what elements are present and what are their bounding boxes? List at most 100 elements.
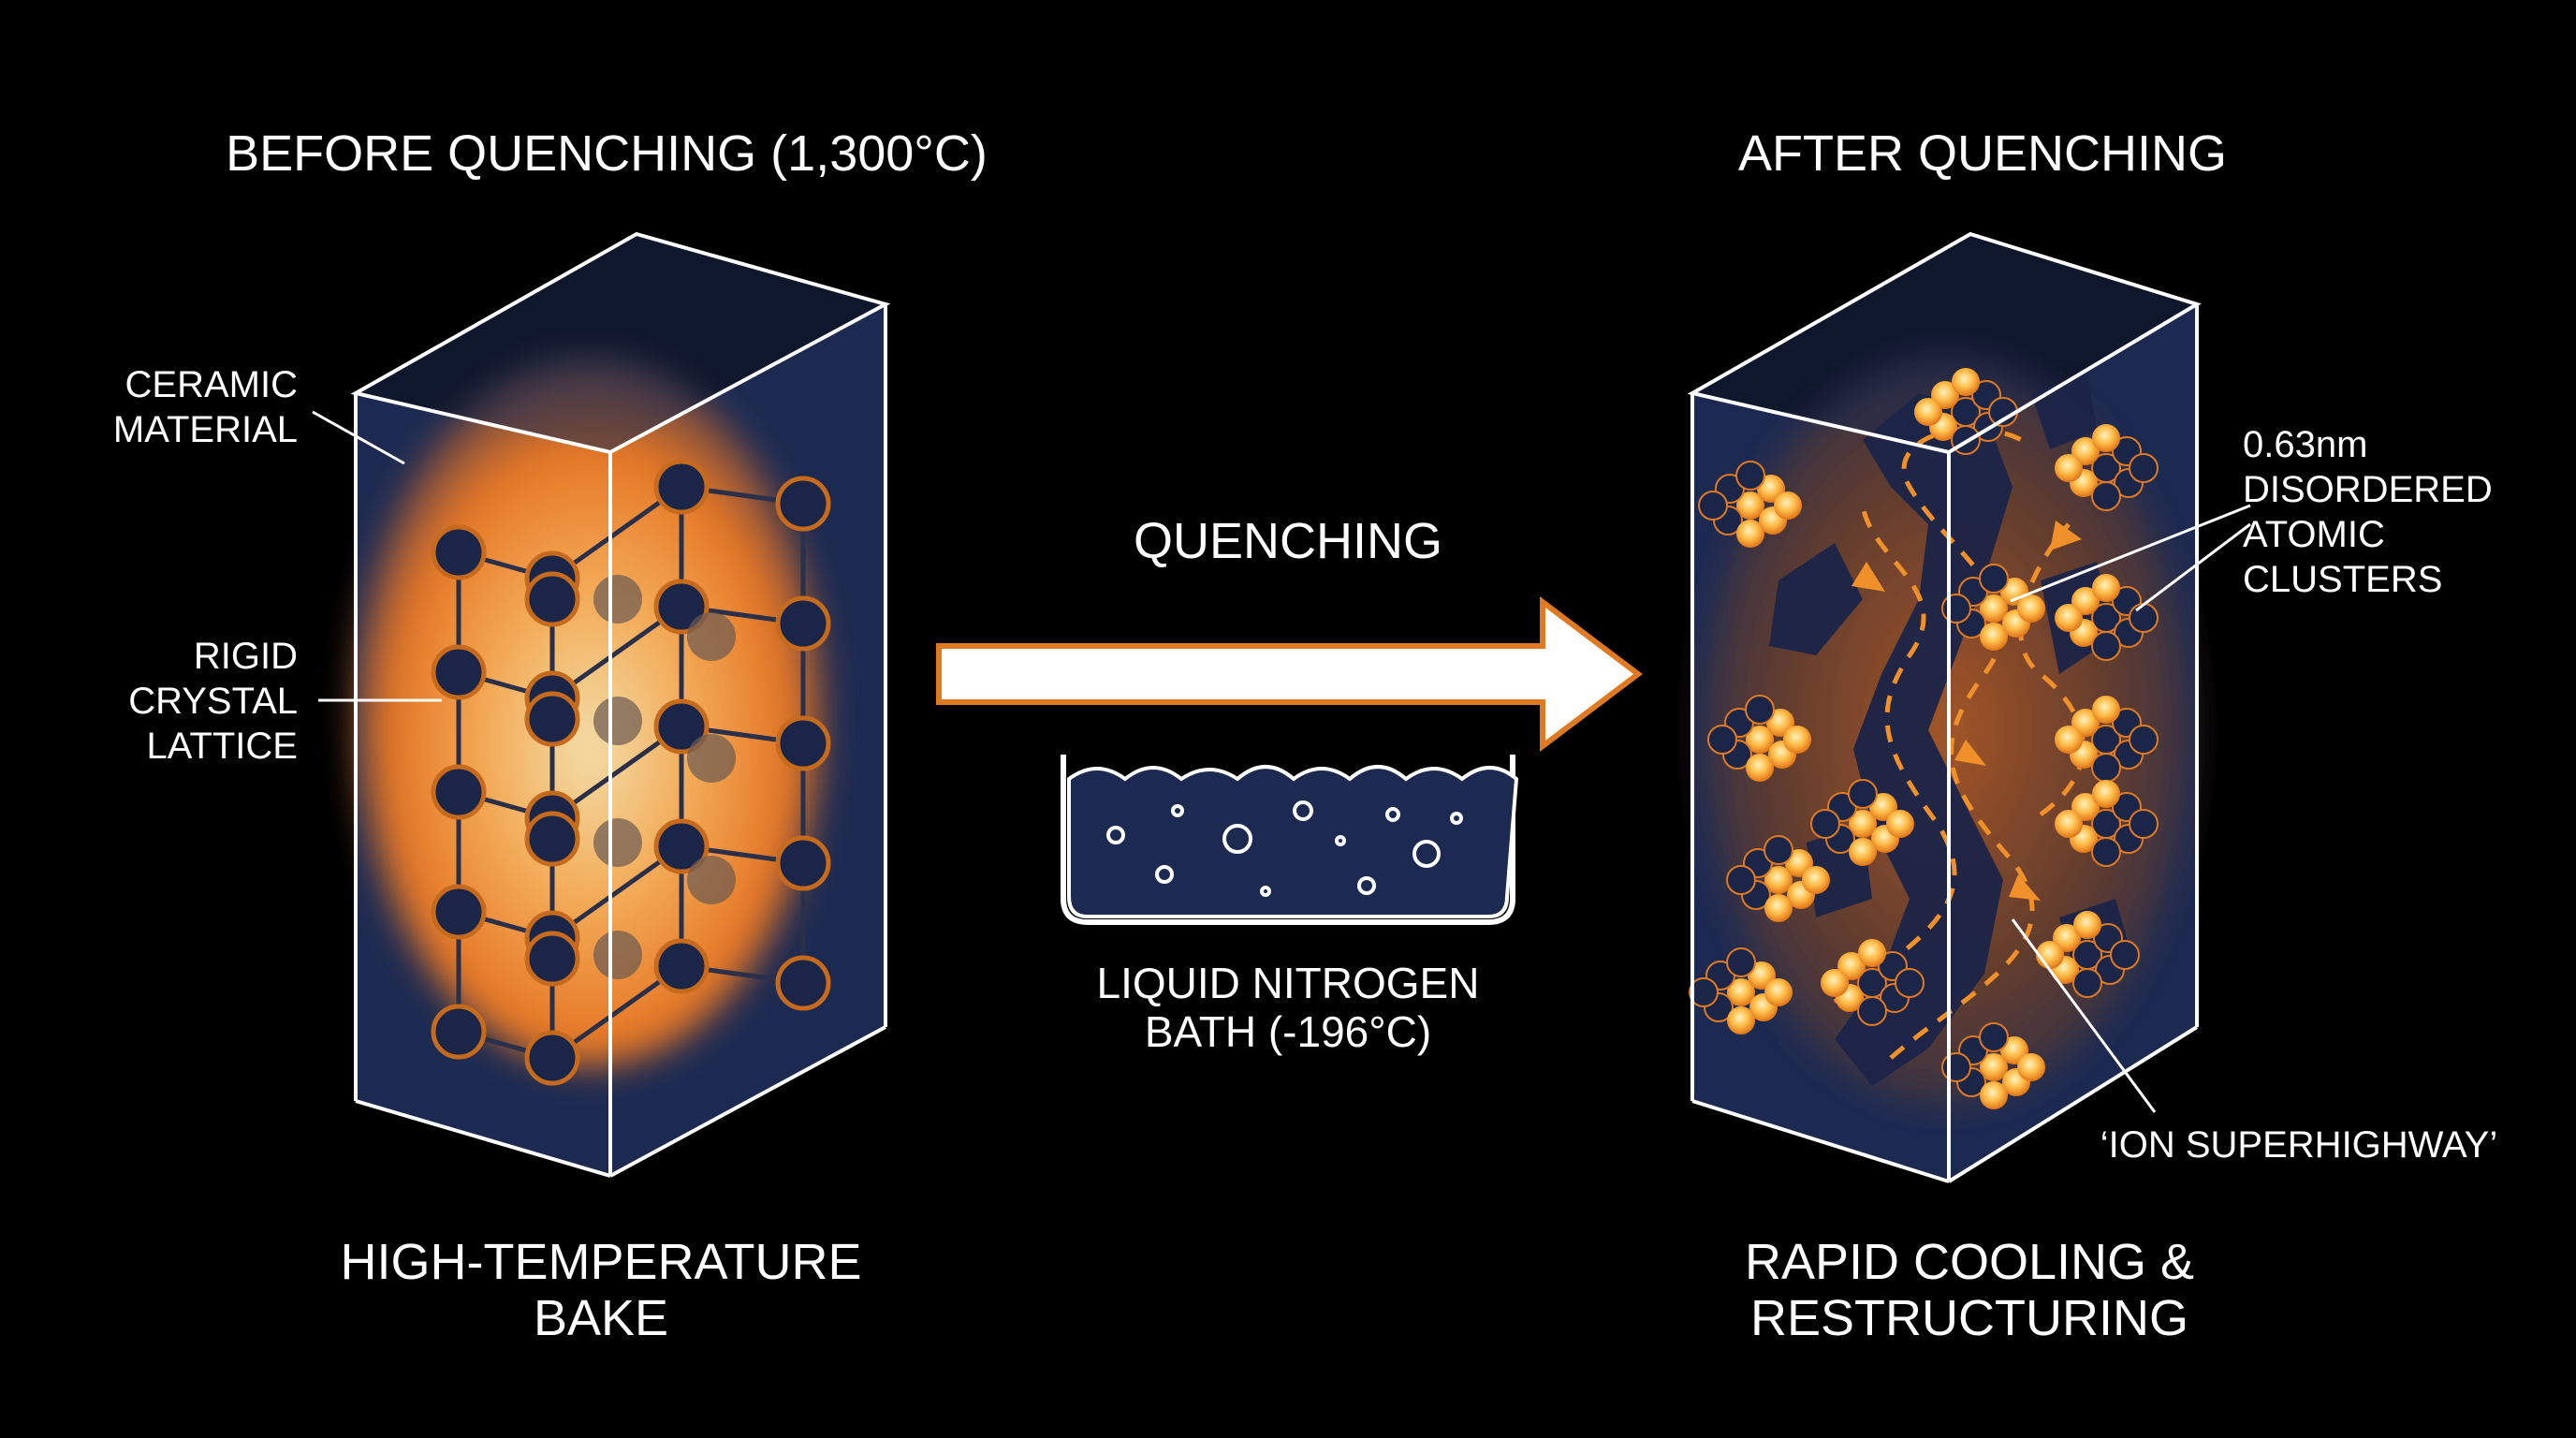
atomic-cluster bbox=[1941, 1022, 2045, 1109]
cluster-atom-glow bbox=[1783, 726, 1811, 754]
leader-highway bbox=[2011, 918, 2157, 1113]
cluster-atom-glow bbox=[1727, 1006, 1755, 1034]
svg-text:CERAMIC: CERAMIC bbox=[125, 364, 298, 405]
lattice-atom-back bbox=[687, 612, 736, 661]
liquid-bath-icon bbox=[1061, 755, 1519, 925]
atomic-cluster bbox=[1698, 461, 1802, 548]
cluster-atom-glow bbox=[1736, 520, 1764, 548]
before-block-top-face bbox=[356, 234, 886, 452]
cluster-atom-glow bbox=[2092, 424, 2120, 452]
lattice-atom bbox=[431, 764, 487, 820]
cluster-atom-glow bbox=[1914, 398, 1942, 426]
after-block-edges bbox=[1687, 231, 2202, 1183]
lattice-atom bbox=[653, 938, 710, 994]
cluster-atom-glow bbox=[2092, 696, 2120, 724]
lattice-atom bbox=[431, 884, 487, 940]
cluster-atom-glow bbox=[1746, 726, 1774, 754]
atomic-cluster bbox=[2055, 574, 2159, 661]
cluster-atom-dark bbox=[1941, 1052, 1971, 1082]
bath-caption: LIQUID NITROGEN BATH (-196°C) bbox=[1097, 959, 1480, 1056]
after-caption: RAPID COOLING & RESTRUCTURING bbox=[1745, 1234, 2194, 1346]
cluster-atom-glow bbox=[1821, 969, 1849, 997]
atomic-cluster bbox=[1941, 564, 2045, 651]
cluster-atom-dark bbox=[1848, 779, 1878, 809]
atomic-cluster bbox=[1821, 939, 1925, 1026]
cluster-atom-dark bbox=[1979, 1022, 2009, 1052]
before-title: BEFORE QUENCHING (1,300°C) bbox=[226, 125, 988, 182]
cluster-atom-dark bbox=[1745, 695, 1775, 725]
lattice-atom bbox=[775, 835, 831, 891]
cluster-atom-dark bbox=[1810, 809, 1840, 839]
leader-clusters-2 bbox=[2135, 522, 2251, 612]
quenching-arrow bbox=[936, 595, 1643, 753]
svg-text:RAPID COOLING &: RAPID COOLING & bbox=[1745, 1234, 2194, 1290]
cluster-atom-dark bbox=[2091, 753, 2121, 783]
svg-text:DISORDERED: DISORDERED bbox=[2243, 469, 2493, 510]
cluster-atom-dark bbox=[1689, 977, 1719, 1007]
lattice-atom bbox=[653, 818, 710, 874]
cluster-atom-dark bbox=[2129, 603, 2159, 633]
cluster-atom-glow bbox=[2092, 780, 2120, 808]
cluster-atom-glow bbox=[1764, 978, 1793, 1006]
lattice-atom-back bbox=[687, 734, 736, 783]
cluster-atom-glow bbox=[2055, 454, 2083, 482]
before-block bbox=[350, 231, 891, 1178]
leader-clusters-1 bbox=[2010, 504, 2251, 603]
cluster-atom-glow bbox=[1886, 810, 1914, 838]
label-rigid-lattice: RIGID CRYSTAL LATTICE bbox=[128, 636, 442, 767]
atomic-cluster bbox=[1810, 779, 1914, 866]
cluster-atom-glow bbox=[2055, 604, 2083, 632]
atomic-cluster bbox=[2036, 911, 2140, 998]
atomic-cluster bbox=[2055, 780, 2159, 867]
cluster-atom-glow bbox=[1849, 838, 1877, 866]
cluster-atom-dark bbox=[1941, 594, 1971, 624]
cluster-atom-glow bbox=[1774, 492, 1802, 520]
lattice-atom bbox=[524, 691, 580, 747]
atomic-cluster bbox=[2055, 424, 2159, 511]
cluster-atom-glow bbox=[1980, 1081, 2008, 1109]
svg-text:MATERIAL: MATERIAL bbox=[113, 409, 298, 450]
lattice-atom bbox=[431, 524, 487, 580]
cluster-atom-dark bbox=[2091, 481, 2121, 511]
cluster-atom-dark bbox=[2072, 968, 2102, 998]
cluster-atom-dark bbox=[1895, 968, 1925, 998]
lattice-atom-back bbox=[593, 931, 642, 979]
cluster-atom-glow bbox=[2017, 1053, 2045, 1081]
cluster-atom-dark bbox=[2091, 837, 2121, 867]
cluster-atom-dark bbox=[1764, 835, 1793, 865]
svg-text:BATH (-196°C): BATH (-196°C) bbox=[1145, 1007, 1431, 1056]
atomic-cluster bbox=[1689, 947, 1793, 1034]
lattice-atom-back bbox=[593, 818, 642, 867]
cluster-atom-glow bbox=[1746, 754, 1774, 782]
atomic-cluster bbox=[2055, 696, 2159, 783]
crystal-lattice bbox=[431, 459, 831, 1086]
cluster-atom-glow bbox=[2055, 810, 2083, 838]
label-ion-superhighway: ‘ION SUPERHIGHWAY’ bbox=[2011, 918, 2497, 1166]
lattice-atom-back bbox=[593, 697, 642, 745]
cluster-atom-glow bbox=[1980, 1053, 2008, 1081]
lattice-atoms bbox=[431, 459, 831, 1086]
cluster-atom-dark bbox=[2129, 725, 2159, 755]
cluster-atom-glow bbox=[1980, 594, 2008, 623]
after-block-top-face bbox=[1692, 234, 2197, 452]
lattice-atom-back bbox=[593, 575, 642, 624]
lattice-atom bbox=[431, 1004, 487, 1060]
cluster-atom-dark bbox=[2091, 631, 2121, 661]
before-caption: HIGH-TEMPERATURE BAKE bbox=[340, 1234, 861, 1346]
lattice-atom bbox=[775, 955, 831, 1011]
lattice-atom bbox=[431, 644, 487, 700]
lattice-atom bbox=[775, 715, 831, 771]
cluster-atom-glow bbox=[1952, 368, 1980, 396]
lattice-atom bbox=[524, 571, 580, 627]
quenching-label: QUENCHING bbox=[1134, 513, 1442, 569]
after-block bbox=[1687, 231, 2202, 1183]
cluster-atom-dark bbox=[2129, 809, 2159, 839]
cluster-atom-glow bbox=[2017, 594, 2045, 623]
atomic-cluster bbox=[1726, 835, 1830, 922]
cluster-atom-dark bbox=[2129, 453, 2159, 483]
cluster-atom-dark bbox=[1726, 865, 1756, 895]
lattice-atom bbox=[653, 459, 710, 515]
cluster-atom-glow bbox=[2055, 726, 2083, 754]
lattice-atom bbox=[653, 698, 710, 755]
